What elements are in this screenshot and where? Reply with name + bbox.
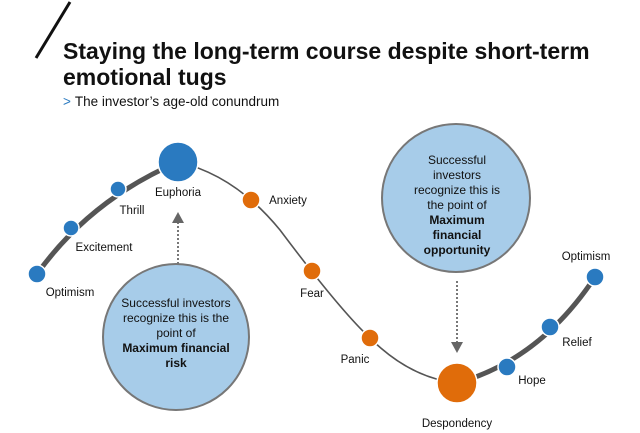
stage-label: Excitement: [76, 242, 134, 254]
stage-label: Euphoria: [155, 187, 202, 199]
stage-node: [62, 219, 80, 237]
risk-callout: Successful investors recognize this is t…: [118, 296, 234, 371]
stage-node: [360, 328, 380, 348]
stage-node: [436, 362, 478, 404]
stage-label: Thrill: [120, 205, 145, 217]
stage-node: [540, 317, 560, 337]
stage-label: Hope: [518, 375, 546, 387]
risk-bubble: [102, 263, 250, 411]
stage-label: Panic: [341, 354, 370, 366]
opportunity-callout-bold: Maximum financial opportunity: [423, 213, 491, 257]
stage-label: Anxiety: [269, 195, 307, 207]
stage-node: [27, 264, 47, 284]
opportunity-bubble: [381, 123, 531, 273]
stage-label: Relief: [562, 337, 592, 349]
stage-label: Optimism: [46, 287, 95, 299]
decorative-slash: [34, 1, 72, 59]
stage-label: Despondency: [422, 418, 493, 430]
opportunity-callout-text: Successful investors recognize this is t…: [413, 153, 501, 212]
risk-callout-text: Successful investors recognize this is t…: [121, 296, 231, 340]
arrow-head-down-icon: [451, 342, 463, 353]
curve-rise: [34, 159, 179, 276]
stage-label: Optimism: [562, 251, 611, 263]
stage-node: [109, 180, 127, 198]
opportunity-callout: Successful investors recognize this is t…: [408, 153, 506, 258]
stage-node: [302, 261, 322, 281]
subtitle: >The investor’s age-old conundrum: [63, 94, 279, 109]
stage-node: [497, 357, 517, 377]
stage-label: Fear: [300, 288, 324, 300]
subtitle-marker: >: [63, 94, 71, 109]
risk-callout-bold: Maximum financial risk: [122, 341, 230, 370]
subtitle-text: The investor’s age-old conundrum: [74, 94, 280, 109]
curve-fall: [177, 161, 458, 384]
page-title: Staying the long-term course despite sho…: [63, 38, 590, 90]
stage-node: [585, 267, 605, 287]
arrow-head-up-icon: [172, 212, 184, 223]
curve-recovery: [456, 275, 598, 386]
stage-node: [157, 141, 199, 183]
stage-node: [241, 190, 261, 210]
